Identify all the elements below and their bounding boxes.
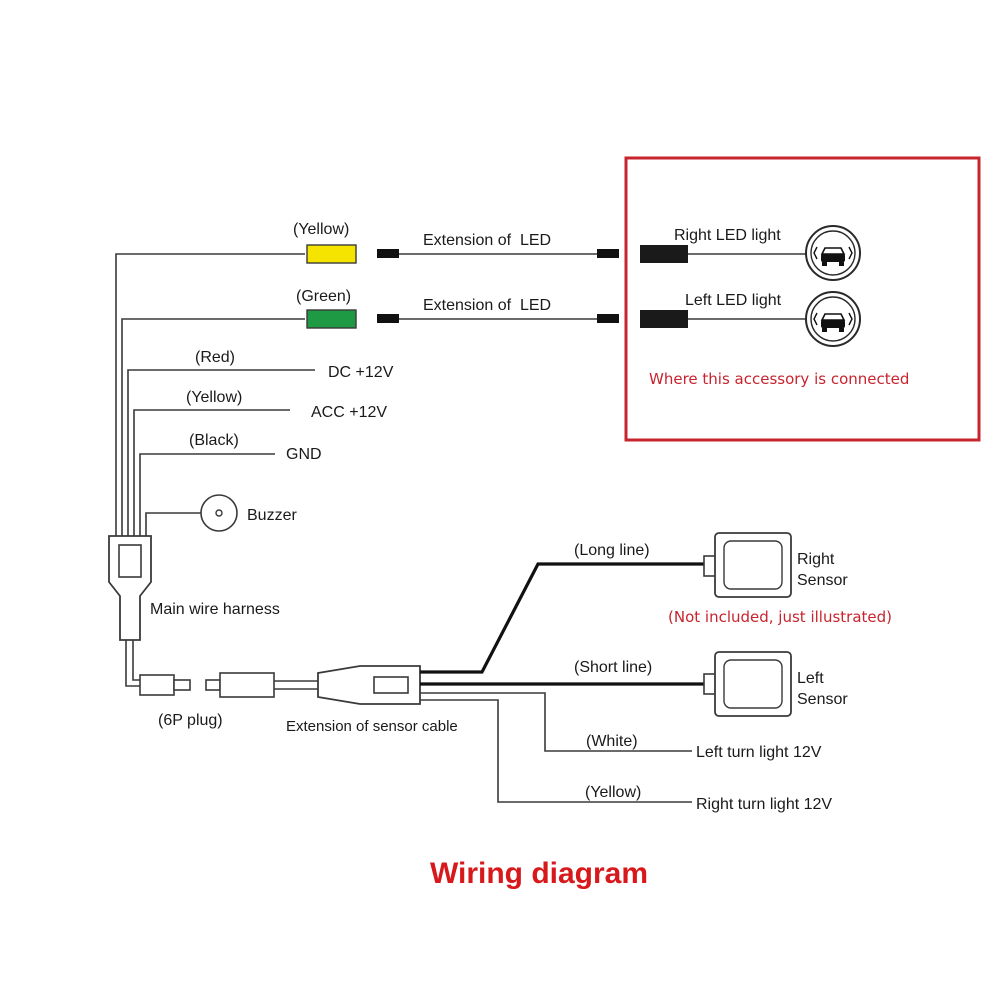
- extension-led-label-2: Extension of LED: [423, 297, 551, 314]
- diagram-title: Wiring diagram: [430, 857, 648, 890]
- left-sensor-label-line2: Sensor: [797, 691, 848, 708]
- main-harness: [108, 535, 152, 641]
- left-led-label: Left LED light: [685, 292, 782, 309]
- right-sensor-label-line1: Right: [797, 551, 835, 568]
- extension-sensor-label: Extension of sensor cable: [286, 718, 458, 735]
- harness-label: Main wire harness: [150, 601, 280, 618]
- not-included-note: (Not included, just illustrated): [668, 608, 892, 626]
- long-line-wire: [420, 562, 710, 674]
- right-sensor-label-line2: Sensor: [797, 572, 848, 589]
- left-led-connector: [640, 310, 688, 328]
- yellow-turn-wire: [420, 699, 692, 803]
- right-led-connector: [640, 245, 688, 263]
- six-pin-plug: [139, 674, 191, 696]
- sensor-splitter: [317, 665, 421, 705]
- green-wire-label: (Green): [296, 288, 351, 305]
- right-turn-value: Right turn light 12V: [696, 796, 832, 813]
- buzzer-icon: [200, 494, 238, 532]
- white-wire: [420, 692, 692, 752]
- right-led-light-icon: [805, 225, 861, 281]
- yellow-extension-plug-left: [377, 249, 399, 258]
- left-led-light-icon: [805, 291, 861, 347]
- red-wire-value: DC +12V: [328, 364, 394, 381]
- yellow-extension-plug-right: [597, 249, 619, 258]
- buzzer-label: Buzzer: [247, 507, 297, 524]
- right-sensor-icon: [703, 532, 792, 598]
- plug-label: (6P plug): [158, 712, 223, 729]
- gnd-wire-value: GND: [286, 446, 322, 463]
- left-sensor-icon: [703, 651, 792, 717]
- red-wire-label: (Red): [195, 349, 235, 366]
- green-extension-plug-right: [597, 314, 619, 323]
- yellow-connector: [306, 244, 357, 264]
- accessory-note: Where this accessory is connected: [649, 370, 909, 388]
- extension-plug: [205, 672, 275, 698]
- short-line-label: (Short line): [574, 659, 652, 676]
- left-sensor-label-line1: Left: [797, 670, 824, 687]
- yellow-turn-label: (Yellow): [585, 784, 641, 801]
- long-line-label: (Long line): [574, 542, 650, 559]
- accessory-highlight-box: [624, 156, 981, 442]
- green-connector: [306, 309, 357, 329]
- acc-wire-value: ACC +12V: [311, 404, 387, 421]
- acc-wire-label: (Yellow): [186, 389, 242, 406]
- extension-led-label-1: Extension of LED: [423, 232, 551, 249]
- right-led-label: Right LED light: [674, 227, 781, 244]
- green-extension-plug-left: [377, 314, 399, 323]
- black-wire-label: (Black): [189, 432, 239, 449]
- yellow-wire-label: (Yellow): [293, 221, 349, 238]
- white-wire-label: (White): [586, 733, 638, 750]
- harness-trunk-wires: [115, 253, 315, 540]
- left-turn-value: Left turn light 12V: [696, 744, 822, 761]
